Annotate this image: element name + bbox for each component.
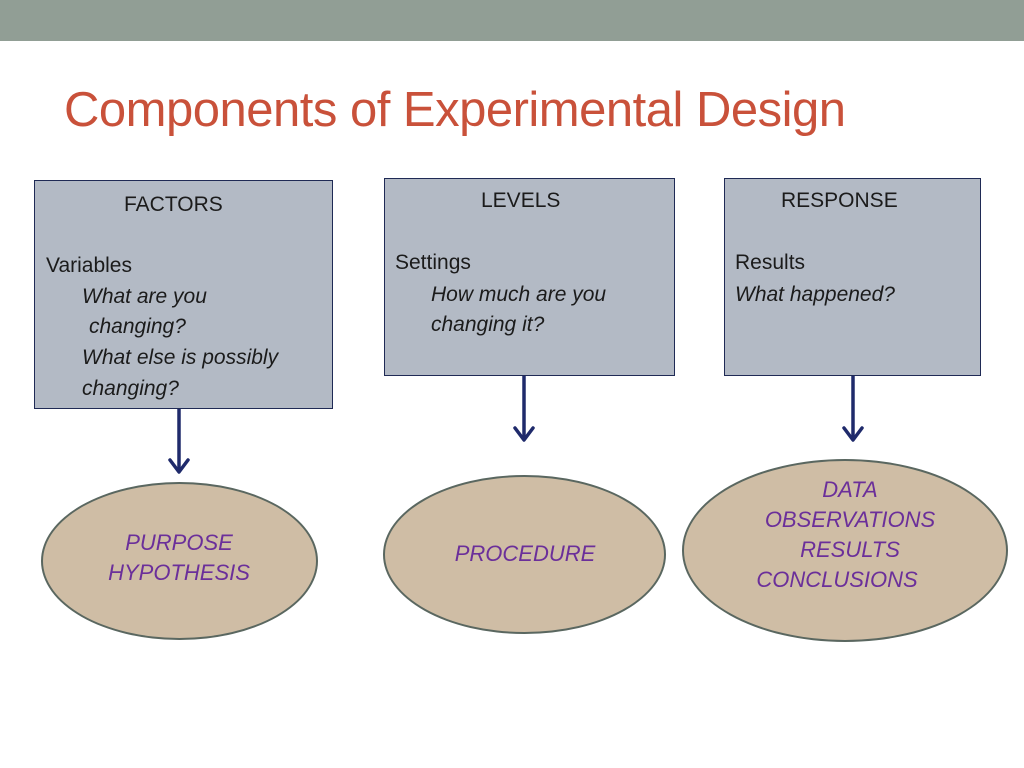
arrow-down-icon xyxy=(513,376,535,442)
levels-heading: LEVELS xyxy=(481,189,561,212)
levels-question: How much are you xyxy=(431,283,607,306)
purpose-hypothesis-ellipse xyxy=(41,482,318,640)
response-label: Results xyxy=(735,251,806,274)
top-bar xyxy=(0,0,1024,41)
factors-question: What are you xyxy=(82,285,207,308)
procedure-ellipse xyxy=(383,475,666,634)
levels-label: Settings xyxy=(395,251,471,274)
response-box: RESPONSE Results What happened? xyxy=(724,178,981,376)
factors-question: changing? xyxy=(82,377,179,400)
data-results-ellipse xyxy=(682,459,1008,642)
factors-question: changing? xyxy=(89,315,186,338)
arrow-down-icon xyxy=(842,376,864,442)
factors-question: What else is possibly xyxy=(82,346,279,369)
factors-label: Variables xyxy=(46,254,132,277)
levels-question: changing it? xyxy=(431,313,545,336)
factors-box: FACTORS Variables What are you changing?… xyxy=(34,180,333,409)
outcome-text: PURPOSE HYPOTHESIS xyxy=(108,530,250,585)
levels-box: LEVELS Settings How much are you changin… xyxy=(384,178,675,376)
outcome-text: DATA OBSERVATIONS RESULTS CONCLUSIONS xyxy=(756,477,936,592)
response-heading: RESPONSE xyxy=(781,189,898,212)
slide-title: Components of Experimental Design xyxy=(64,83,846,137)
arrow-down-icon xyxy=(168,409,190,474)
outcome-text: PROCEDURE xyxy=(454,541,596,566)
factors-heading: FACTORS xyxy=(124,193,223,216)
response-question: What happened? xyxy=(735,283,895,306)
